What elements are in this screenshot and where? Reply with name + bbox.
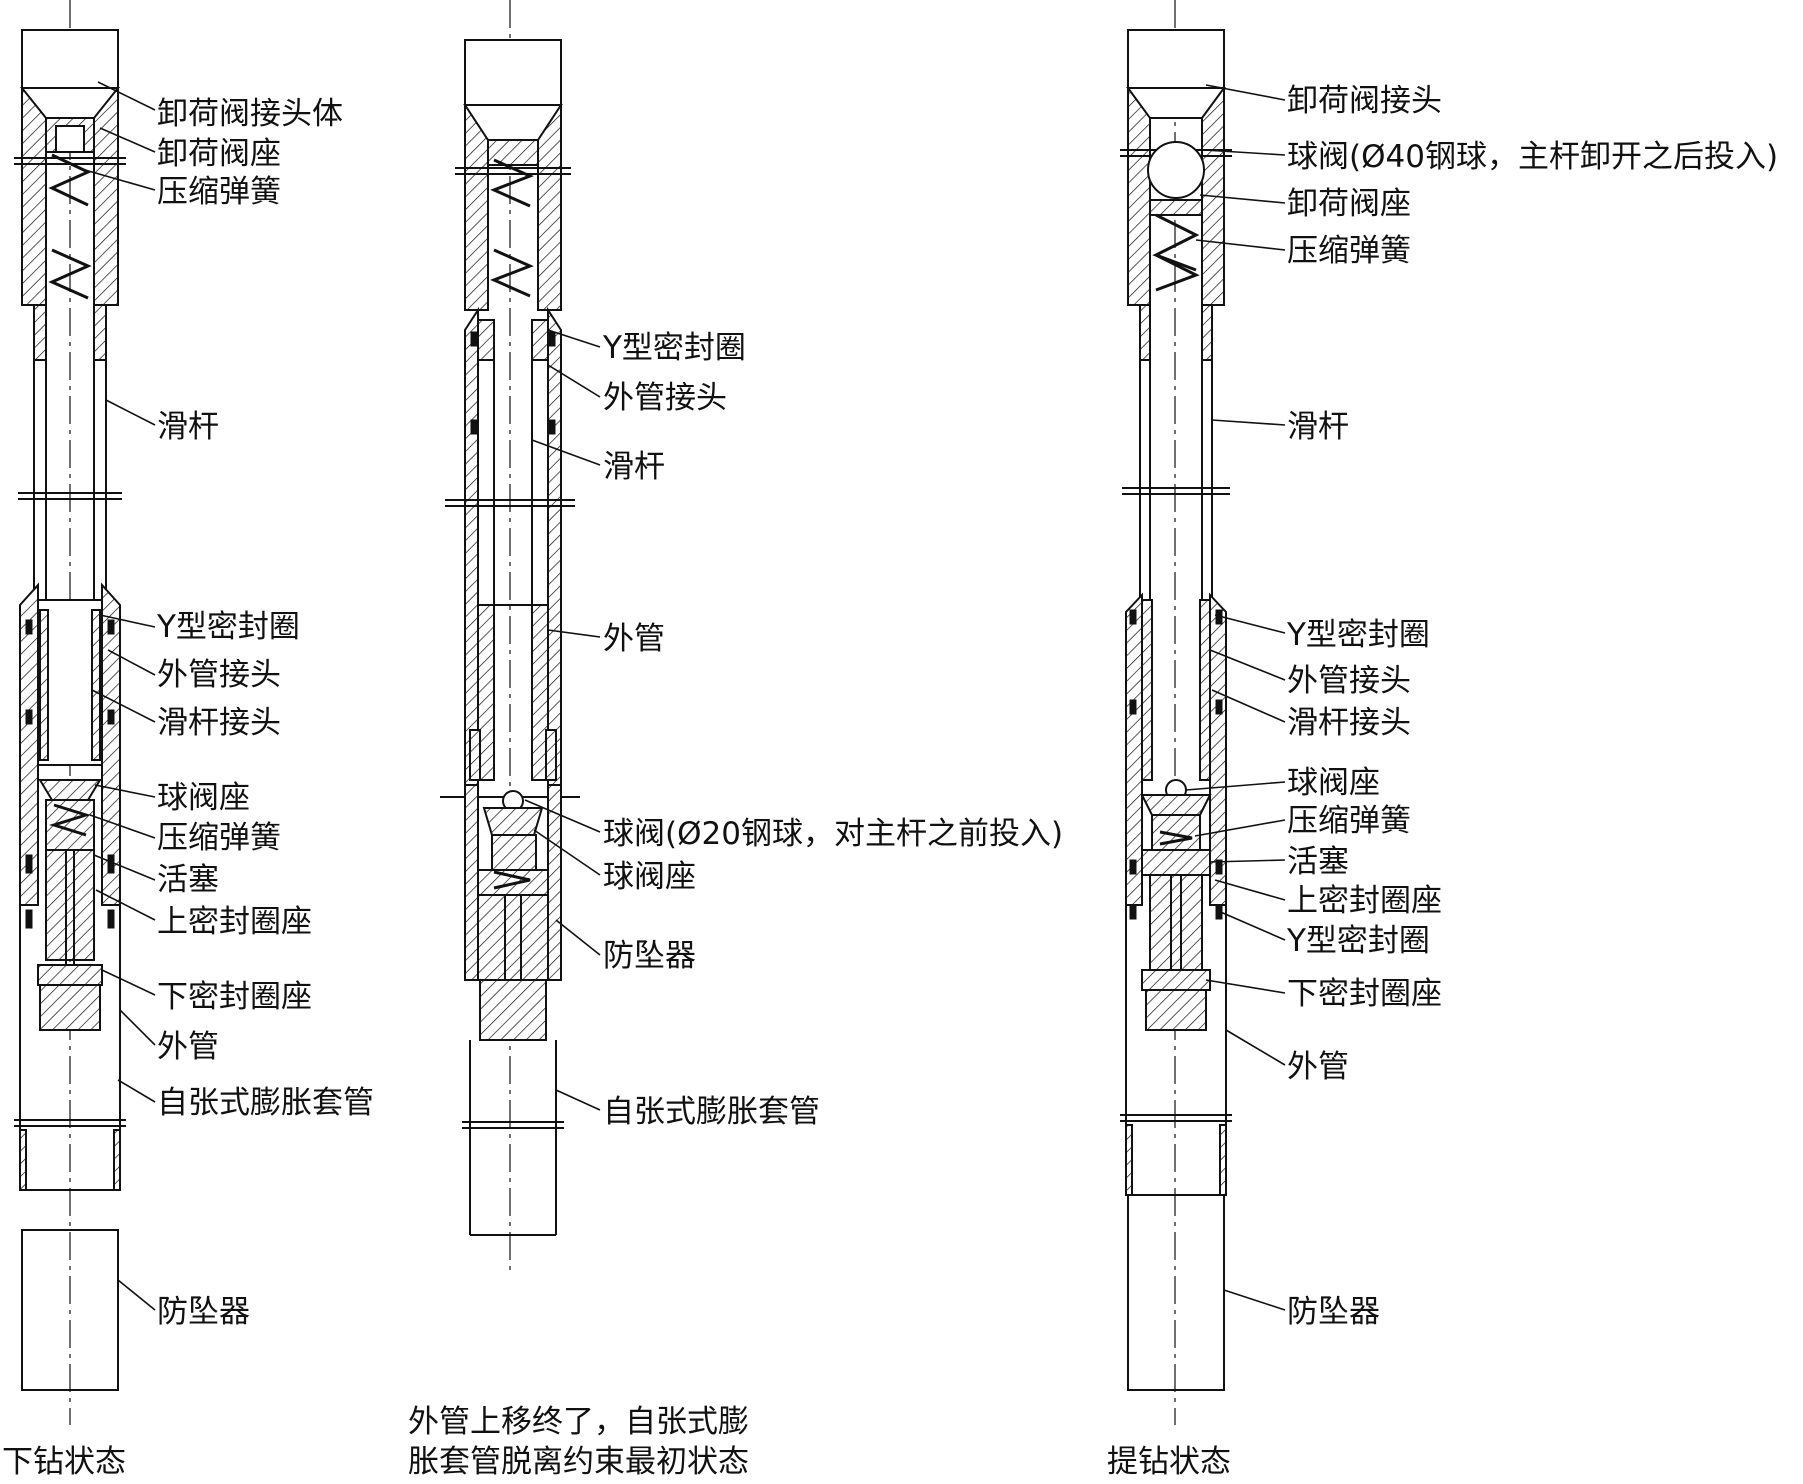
left-tool-drawing (14, 0, 126, 1425)
label-right-outer-tube: 外管 (1287, 1049, 1349, 1085)
label-right-compression-spring-lower: 压缩弹簧 (1287, 803, 1411, 839)
label-left-piston: 活塞 (157, 862, 219, 898)
label-left-compression-spring-lower: 压缩弹簧 (157, 820, 281, 856)
label-left-slide-rod-joint: 滑杆接头 (157, 705, 281, 741)
label-right-relief-valve-seat: 卸荷阀座 (1287, 186, 1411, 222)
label-mid-outer-tube: 外管 (603, 621, 665, 657)
label-left-outer-tube: 外管 (157, 1029, 219, 1065)
label-mid-anti-drop-device: 防坠器 (603, 938, 696, 974)
label-left-expandable-casing: 自张式膨胀套管 (157, 1085, 374, 1121)
left-labels: 卸荷阀接头体 卸荷阀座 压缩弹簧 滑杆 Y型密封圈 外管接头 滑杆接头 球阀座 … (2, 96, 374, 1480)
label-right-slide-rod: 滑杆 (1287, 409, 1349, 445)
label-left-anti-drop-device: 防坠器 (157, 1294, 250, 1330)
label-mid-ball-valve-seat: 球阀座 (603, 859, 696, 895)
label-right-piston: 活塞 (1287, 844, 1349, 880)
label-right-upper-seal-seat: 上密封圈座 (1287, 883, 1442, 919)
label-right-slide-rod-joint: 滑杆接头 (1287, 705, 1411, 741)
caption-left: 下钻状态 (2, 1444, 126, 1480)
label-left-lower-seal-seat: 下密封圈座 (157, 979, 312, 1015)
right-labels: 卸荷阀接头 球阀(Ø40钢球，主杆卸开之后投入) 卸荷阀座 压缩弹簧 滑杆 Y型… (1107, 83, 1778, 1480)
label-left-slide-rod: 滑杆 (157, 409, 219, 445)
label-right-y-seal-ring-lower: Y型密封圈 (1286, 923, 1430, 959)
caption-middle-line-1: 外管上移终了，自张式膨 (408, 1404, 749, 1440)
label-right-ball-valve-40: 球阀(Ø40钢球，主杆卸开之后投入) (1287, 139, 1778, 175)
label-right-anti-drop-device: 防坠器 (1287, 1294, 1380, 1330)
caption-middle-line-2: 胀套管脱离约束最初状态 (408, 1444, 749, 1480)
right-tool-drawing (1120, 0, 1232, 1425)
label-left-compression-spring-upper: 压缩弹簧 (157, 174, 281, 210)
label-left-ball-valve-seat: 球阀座 (157, 780, 250, 816)
label-left-outer-tube-joint: 外管接头 (157, 657, 281, 693)
label-right-ball-valve-seat: 球阀座 (1287, 765, 1380, 801)
label-left-y-seal-ring: Y型密封圈 (156, 609, 300, 645)
middle-labels: Y型密封圈 外管接头 滑杆 外管 球阀(Ø20钢球，对主杆之前投入) 球阀座 防… (408, 330, 1063, 1480)
label-mid-outer-tube-joint: 外管接头 (603, 380, 727, 416)
leader-lines (84, 81, 1286, 1311)
label-mid-slide-rod: 滑杆 (603, 449, 665, 485)
label-right-outer-tube-joint: 外管接头 (1287, 663, 1411, 699)
label-left-relief-valve-seat: 卸荷阀座 (157, 136, 281, 172)
caption-right: 提钻状态 (1107, 1444, 1231, 1480)
label-right-compression-spring-upper: 压缩弹簧 (1287, 233, 1411, 269)
label-left-relief-valve-joint-body: 卸荷阀接头体 (157, 96, 343, 132)
middle-tool-drawing (440, 0, 580, 1270)
label-right-lower-seal-seat: 下密封圈座 (1287, 976, 1442, 1012)
label-mid-expandable-casing: 自张式膨胀套管 (603, 1094, 820, 1130)
label-mid-y-seal-ring: Y型密封圈 (602, 330, 746, 366)
label-right-y-seal-ring: Y型密封圈 (1286, 617, 1430, 653)
label-mid-ball-valve-20: 球阀(Ø20钢球，对主杆之前投入) (603, 816, 1063, 852)
label-right-relief-valve-joint: 卸荷阀接头 (1287, 83, 1442, 119)
label-left-upper-seal-seat: 上密封圈座 (157, 904, 312, 940)
